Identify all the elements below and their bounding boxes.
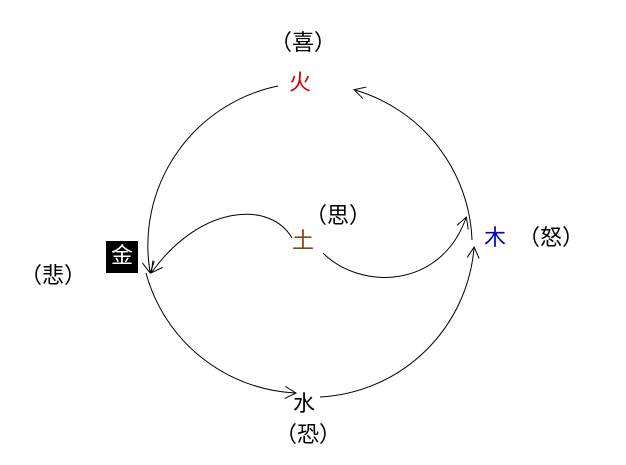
fire-element-label: 火 [289, 71, 312, 96]
earth-emotion-label: （思） [305, 204, 372, 229]
wood-element-label: 木 [484, 226, 507, 251]
arc-fire-to-metal [142, 85, 279, 275]
water-element-label: 水 [293, 392, 316, 417]
water-emotion-label: （恐） [275, 423, 342, 448]
curve-earth-to-wood [322, 216, 469, 278]
wood-emotion-label: （怒） [518, 226, 585, 251]
fire-emotion-label: （喜） [270, 31, 337, 56]
arc-water-to-wood [319, 245, 480, 398]
arc-wood-to-fire [353, 86, 473, 241]
arc-metal-to-water [145, 272, 298, 399]
metal-emotion-label: （悲） [20, 264, 87, 289]
curve-earth-to-metal [150, 213, 293, 274]
earth-element-label: 土 [292, 229, 315, 254]
metal-element-label: 金 [106, 241, 138, 273]
